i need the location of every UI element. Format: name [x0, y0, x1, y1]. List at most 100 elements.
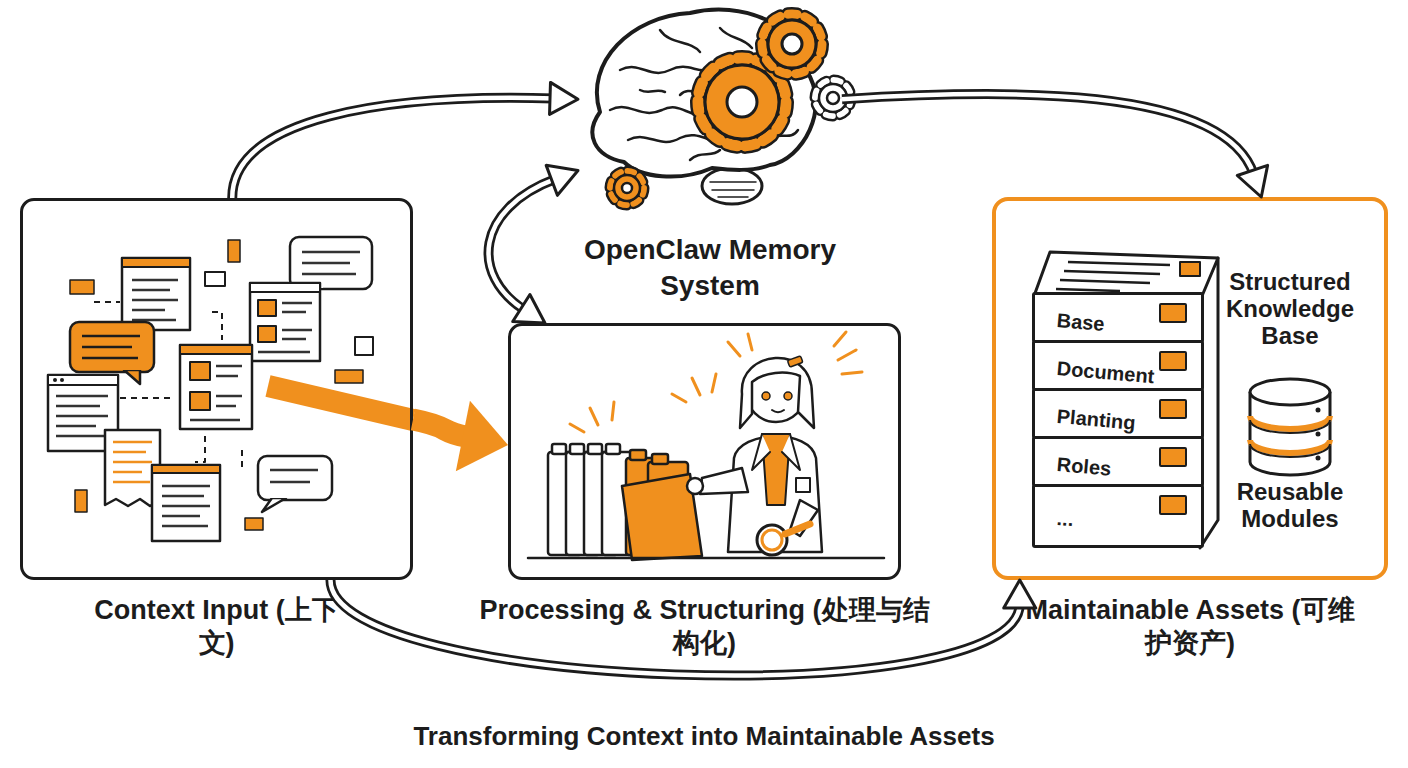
knowledge-stack-art: [1250, 416, 1330, 429]
context-documents: [113, 471, 142, 474]
brain-illustration: [610, 171, 644, 205]
brain-illustration: [815, 80, 851, 116]
filing-illustration: [740, 358, 814, 428]
orange-tab: [1159, 303, 1187, 323]
context-documents: [250, 283, 320, 292]
filing-illustration: [796, 478, 810, 492]
filing-illustration: [570, 332, 862, 432]
knowledge-stack-art: [1060, 280, 1150, 283]
context-documents: [270, 481, 310, 484]
context-documents: [152, 465, 220, 473]
context-documents: [132, 299, 178, 302]
orange-tab: [1159, 351, 1187, 371]
context-documents: [262, 498, 286, 512]
context-documents: [132, 280, 178, 320]
curved-arrow: [330, 580, 1035, 675]
context-documents: [258, 300, 276, 316]
context-documents: [56, 415, 108, 418]
context-documents: [216, 395, 242, 398]
filing-illustration: [700, 468, 748, 494]
arrow-shaft: [232, 98, 554, 198]
stage-label: Processing & Structuring (处理与结构化): [470, 594, 940, 660]
context-documents: [53, 378, 57, 382]
diagram-caption: Transforming Context into Maintainable A…: [0, 720, 1408, 752]
filing-illustration: [622, 450, 702, 560]
memory-system: OpenClaw Memory System: [578, 0, 842, 310]
context-documents: [162, 486, 210, 526]
context-documents: [162, 495, 204, 498]
context-documents: [216, 365, 242, 368]
context-documents: [282, 302, 312, 305]
filing-illustration: [687, 478, 703, 494]
context-documents: [82, 335, 140, 338]
filing-illustration: [652, 454, 668, 464]
asset-caption: Structured Knowledge Base: [1213, 268, 1367, 349]
context-documents: [113, 441, 152, 444]
arrow-head: [550, 82, 578, 114]
context-documents: [180, 345, 252, 429]
arrow-shaft: [232, 98, 554, 198]
context-documents: [302, 273, 356, 276]
brain-illustration: [718, 196, 748, 198]
layer-label: Document: [1034, 354, 1155, 388]
context-documents: [48, 375, 118, 385]
asset-box: Structured Knowledge BaseReusable Module…: [992, 197, 1388, 580]
context-documents: [228, 240, 240, 262]
filing-illustration: [570, 444, 584, 454]
brain-illustration: [614, 175, 640, 201]
filing-illustration: [838, 350, 856, 360]
knowledge-stack-art: [1180, 262, 1200, 276]
context-documents: [212, 312, 222, 340]
context-documents: [162, 515, 200, 518]
brain-illustration: [819, 84, 847, 112]
context-documents: [190, 392, 210, 410]
context-documents: [132, 309, 165, 312]
arrow-head: [546, 165, 578, 195]
context-documents: [113, 481, 150, 484]
context-documents: [75, 490, 87, 512]
knowledge-stack-art: [1250, 420, 1330, 457]
arrow-head: [456, 401, 508, 472]
brain-illustration: [610, 171, 644, 205]
brain-illustration: [762, 14, 822, 74]
knowledge-stack-art: [1056, 262, 1170, 291]
context-documents: [162, 505, 210, 508]
orange-tab: [1159, 399, 1187, 419]
context-documents: [258, 303, 312, 352]
context-documents: [205, 272, 225, 286]
context-documents: [302, 262, 350, 265]
asset-caption: Reusable Modules: [1213, 478, 1367, 532]
context-documents: [70, 280, 94, 294]
arrow-shaft: [489, 179, 556, 310]
filing-illustration: [834, 332, 846, 346]
context-documents: [60, 378, 64, 382]
context-documents: [302, 252, 360, 274]
context-documents: [82, 346, 132, 349]
flow-arrow: [413, 401, 508, 472]
context-documents: [56, 425, 96, 428]
context-documents: [56, 395, 108, 398]
context-documents: [190, 362, 210, 380]
context-documents: [132, 289, 170, 292]
context-documents: [190, 366, 242, 420]
knowledge-stack-art: [1034, 252, 1218, 296]
brain-illustration: [720, 28, 752, 48]
knowledge-stack-art: [1316, 432, 1321, 437]
context-documents: [268, 386, 413, 420]
context-documents: [258, 326, 276, 342]
context-documents: [162, 485, 210, 488]
filing-illustration: [692, 378, 700, 395]
context-documents: [195, 436, 205, 462]
context-documents: [56, 405, 100, 408]
context-documents: [250, 283, 320, 361]
brain-illustration: [640, 90, 665, 92]
brain-illustration: [782, 34, 802, 54]
filing-illustration: [784, 392, 792, 400]
stage-label: Context Input (上下文): [87, 594, 347, 660]
arrow-head: [513, 294, 545, 323]
filing-illustration: [787, 356, 803, 367]
context-documents: [124, 370, 140, 384]
context-documents: [216, 375, 238, 378]
context-documents: [258, 456, 332, 500]
knowledge-stack-art: [1056, 289, 1120, 291]
